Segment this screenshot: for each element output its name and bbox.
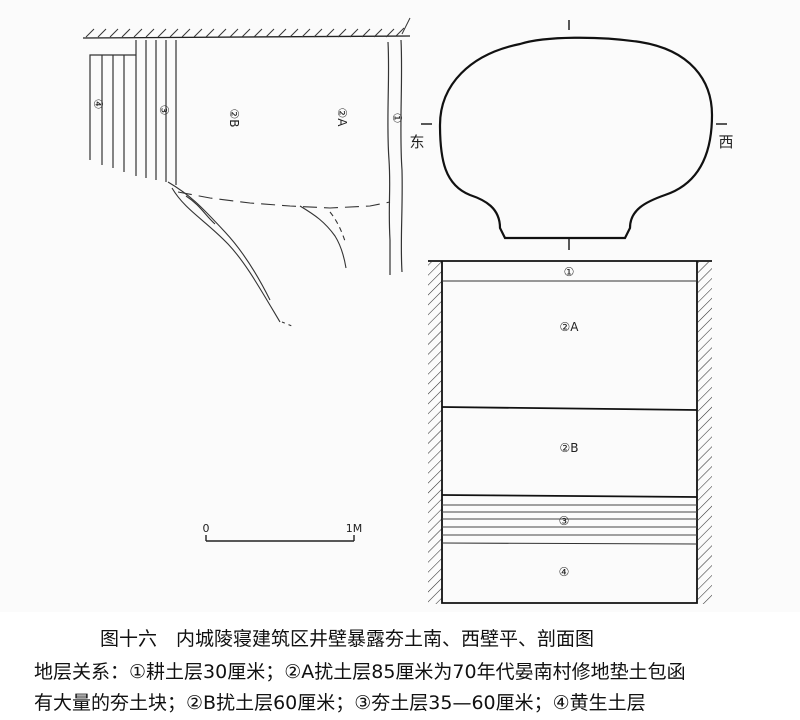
label-layer1-south: ① [390,113,404,124]
left-wall-hatch [428,262,442,604]
ground-surface-line [82,35,411,39]
boundary-2A-2B [441,406,698,411]
south-wall-elevation: ④ ③ ②B ②A ① [82,17,411,327]
ground-hatch [85,17,411,38]
scale-bar: 0 1M [203,522,363,542]
diagram-canvas: ④ ③ ②B ②A ① 东 西 [82,17,734,604]
rammed-layer-lines [442,504,697,536]
well-outline [438,36,714,240]
scale-zero-label: 0 [203,522,210,535]
caption-line-1: 地层关系：①耕土层30厘米；②A扰土层85厘米为70年代晏南村修地垫土包函 [34,661,686,683]
label-layer2A-section: ②A [560,320,580,334]
well-plan-view: 东 西 [409,20,734,250]
label-layer2B-south: ②B [227,109,241,128]
figure-caption: 图十六 内城陵寝建筑区井壁暴露夯土南、西壁平、剖面图 地层关系：①耕土层30厘米… [0,614,800,720]
boundary-3-4 [441,542,698,545]
section-frame [441,261,698,604]
east-wall-edge [387,39,403,275]
label-layer3-south: ③ [157,105,171,116]
label-layer2B-section: ②B [560,441,579,455]
layer-boundaries [167,181,391,327]
label-west: 西 [718,133,733,151]
caption-title: 图十六 内城陵寝建筑区井壁暴露夯土南、西壁平、剖面图 [100,628,595,650]
label-layer4-section: ④ [559,565,570,579]
boundary-2B-3 [441,494,698,498]
label-layer2A-south: ②A [335,108,349,128]
diagram-figure: ④ ③ ②B ②A ① 东 西 [82,17,734,604]
caption-line-2: 有大量的夯土块；②B扰土层60厘米；③夯土层35—60厘米；④黄生土层 [34,692,646,714]
right-wall-hatch [698,262,712,604]
label-layer4-south: ④ [91,99,105,110]
scale-one-label: 1M [346,522,363,535]
label-layer1-section: ① [564,265,575,279]
rammed-earth-strata [89,40,177,185]
well-section-view: ① ②A ②B ③ ④ [428,260,712,604]
label-layer3-section: ③ [559,514,570,528]
label-east: 东 [409,133,424,151]
